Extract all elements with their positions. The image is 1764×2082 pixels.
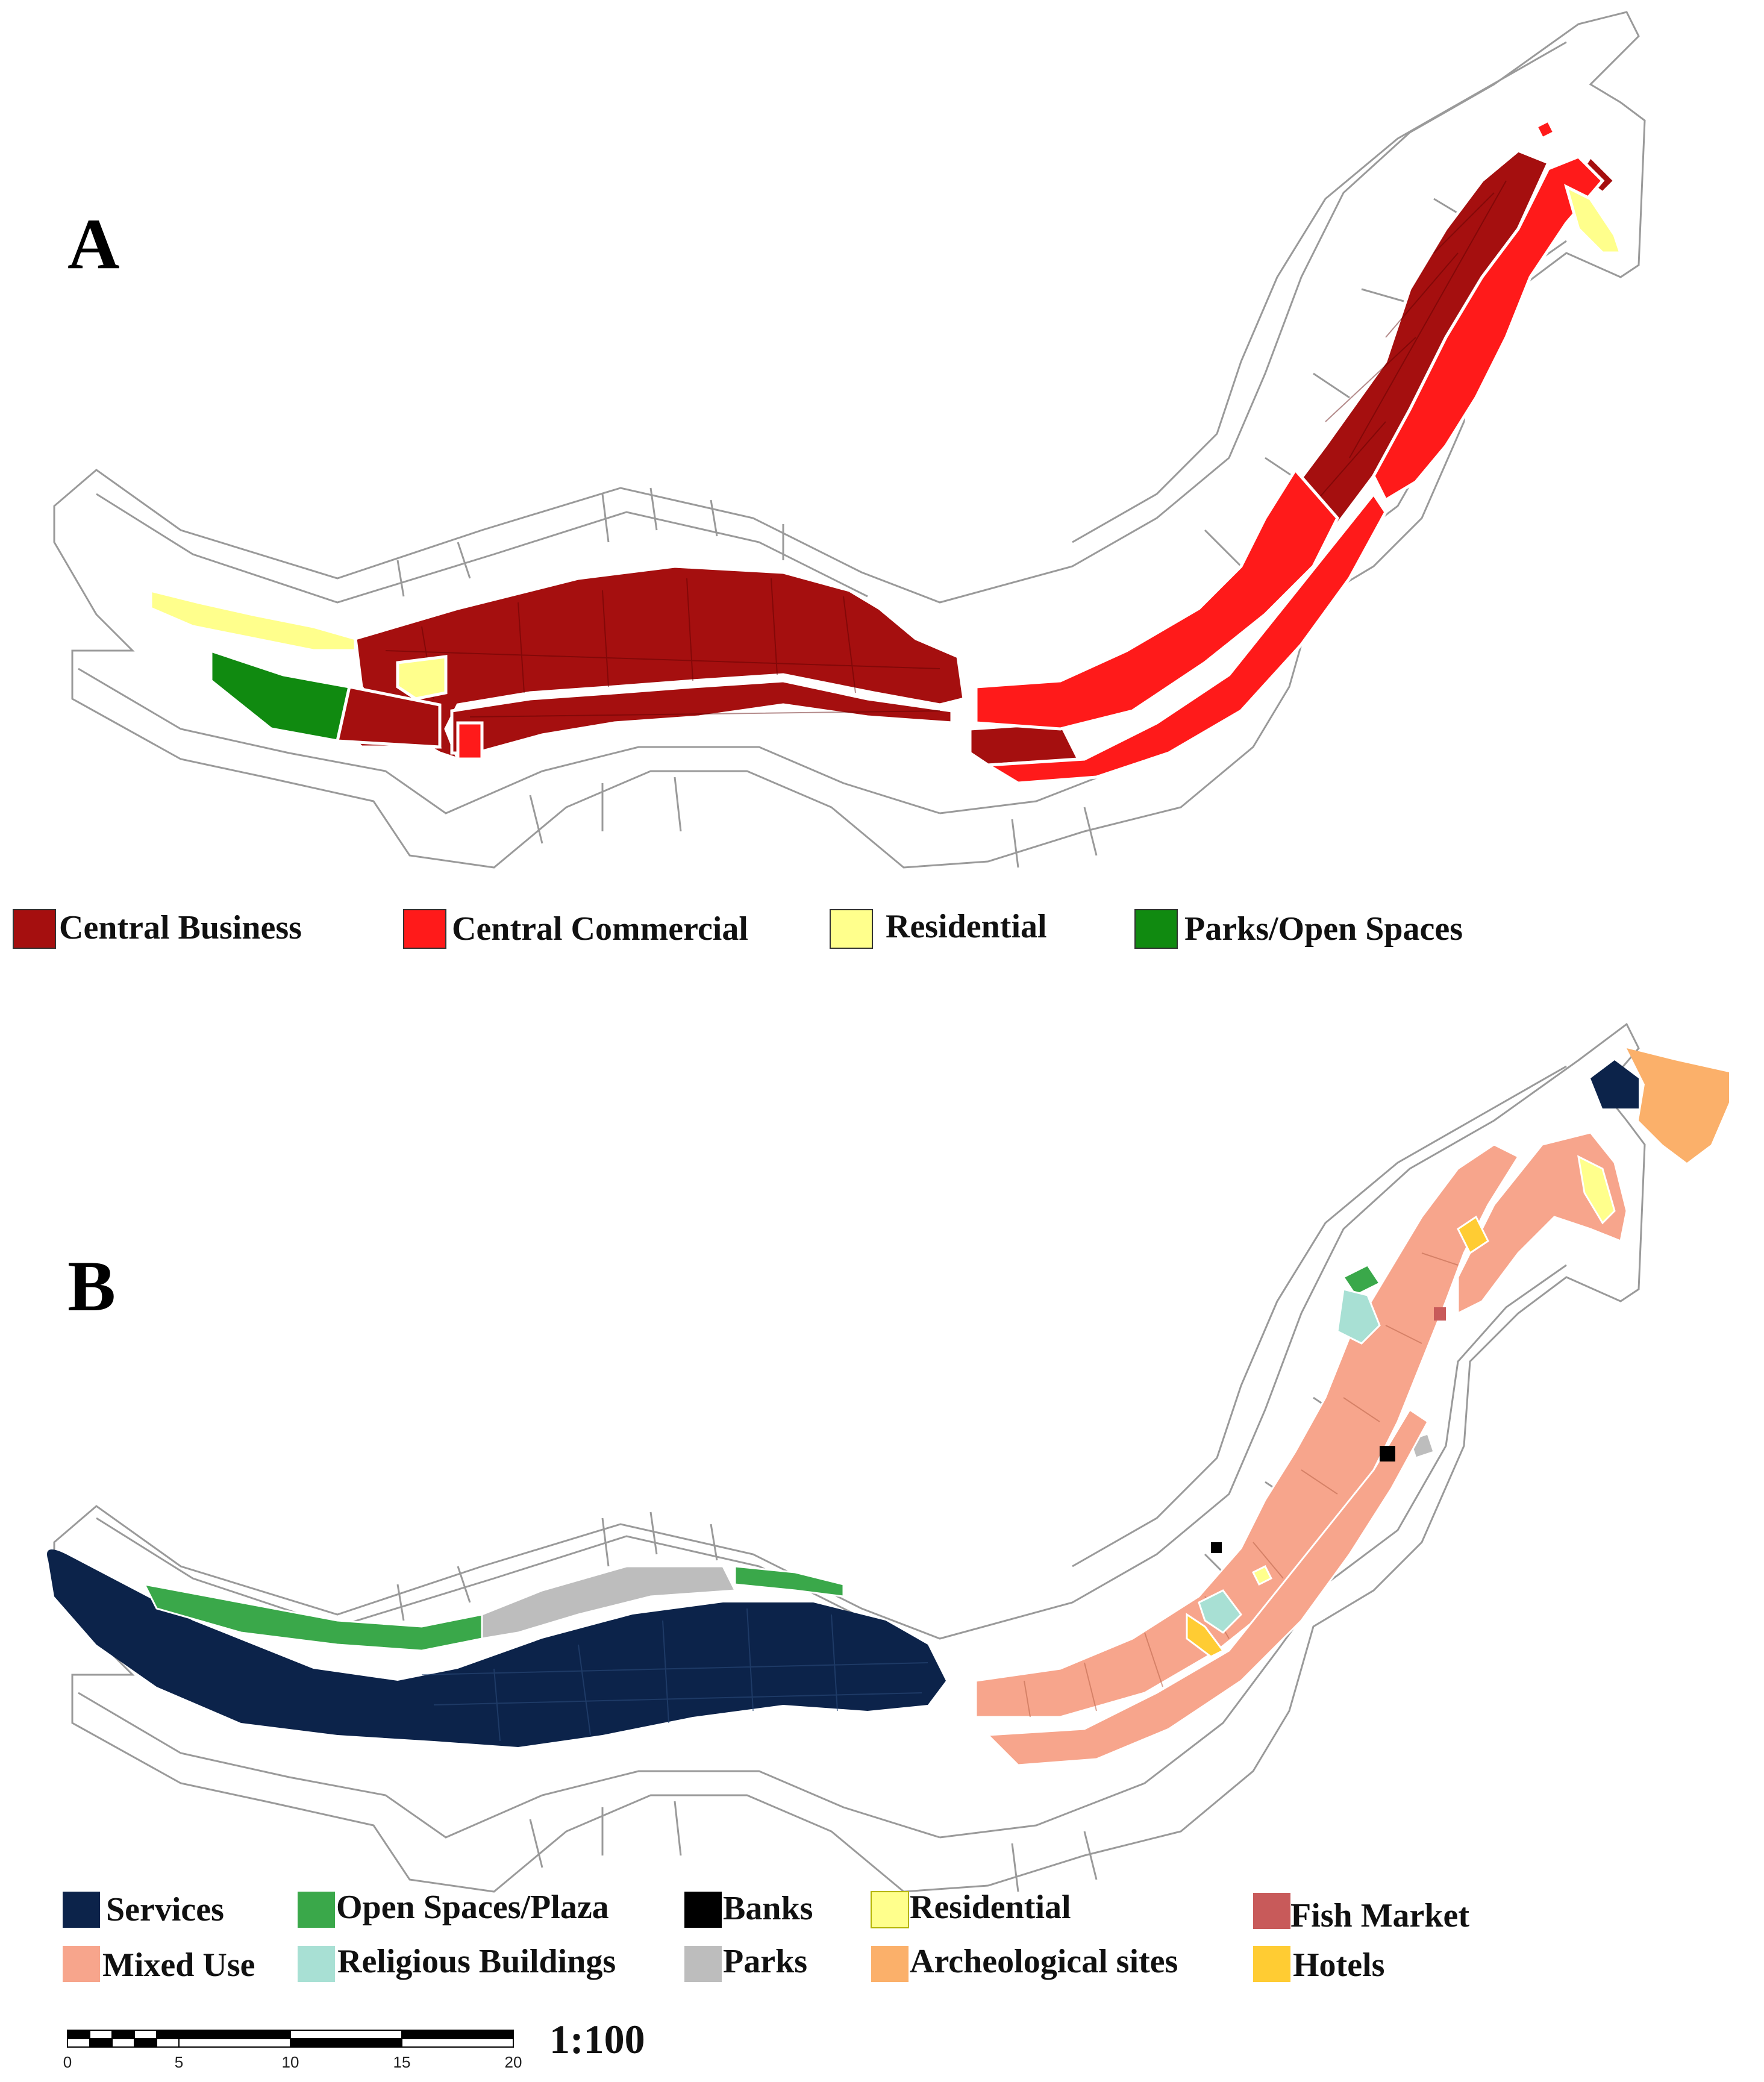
panel-b-mixed-use-east [975, 1143, 1520, 1718]
legend-b-swatch-fish-market [1253, 1893, 1290, 1929]
legend-b-item-parks: Parks [684, 1943, 807, 1982]
panel-a-legend: Central Business Central Commercial Resi… [13, 908, 1463, 949]
scale-tick-10: 10 [282, 2053, 299, 2071]
legend-b-item-archeological: Archeological sites [871, 1943, 1178, 1982]
panel-b-street-south [78, 1692, 940, 1839]
legend-a-label-central-business: Central Business [59, 909, 302, 946]
legend-b-swatch-services [63, 1892, 100, 1928]
legend-b-item-fish-market: Fish Market [1253, 1893, 1469, 1934]
panel-b-bank-2 [1211, 1542, 1222, 1553]
panel-a-street-misc [396, 198, 1465, 868]
legend-b-label-residential: Residential [910, 1889, 1071, 1926]
panel-a-res-ne [1564, 184, 1623, 255]
panel-b-open-space-east [1342, 1264, 1381, 1296]
legend-b-item-services: Services [63, 1891, 224, 1928]
legend-b-swatch-mixed-use [63, 1946, 100, 1982]
legend-a-swatch-parks [1134, 909, 1178, 949]
legend-a-item-central-commercial: Central Commercial [403, 909, 748, 949]
panel-b-religious-south [1198, 1589, 1242, 1634]
legend-b-item-residential: Residential [871, 1889, 1071, 1928]
legend-b-item-mixed-use: Mixed Use [63, 1946, 255, 1984]
scale-tick-5: 5 [175, 2053, 183, 2071]
panel-b-street-east-north [1072, 1065, 1567, 1568]
panel-b-residential-mid [1251, 1565, 1273, 1586]
legend-a-item-parks: Parks/Open Spaces [1134, 909, 1463, 949]
panel-a-res-west2 [396, 655, 448, 701]
legend-b-swatch-parks [684, 1946, 722, 1982]
scale-tick-20: 20 [505, 2053, 522, 2071]
panel-a-street-north [96, 493, 868, 604]
legend-b-label-services: Services [106, 1891, 224, 1928]
legend-a-item-central-business: Central Business [13, 909, 302, 949]
legend-a-label-residential: Residential [886, 908, 1047, 945]
panel-a-cc-parcel-tip [1534, 118, 1557, 141]
legend-b-swatch-religious [298, 1946, 335, 1982]
legend-b-swatch-hotels [1253, 1946, 1290, 1982]
legend-b-label-parks: Parks [723, 1943, 807, 1980]
legend-b-label-open-spaces: Open Spaces/Plaza [336, 1889, 609, 1926]
panel-a-street-south [78, 667, 940, 814]
panel-a-cc-parcel-south [983, 491, 1387, 785]
panel-b-open-space-north [734, 1565, 845, 1598]
panel-b-hotels [1186, 1613, 1225, 1658]
scale-ratio: 1:100 [549, 2016, 645, 2062]
legend-b-label-archeological: Archeological sites [910, 1943, 1178, 1980]
panel-a-cb-parcel-south [450, 679, 954, 755]
panel-a-cb-parcel [354, 564, 966, 762]
legend-a-label-central-commercial: Central Commercial [452, 910, 748, 948]
panel-b-legend: Services Open Spaces/Plaza Banks Residen… [63, 1889, 1469, 1984]
legend-b-label-mixed-use: Mixed Use [102, 1946, 255, 1984]
scale-tick-15: 15 [393, 2053, 411, 2071]
panel-b-services-ne [1590, 1060, 1639, 1108]
panel-b-archeological-site [1627, 1048, 1729, 1163]
panel-b-residential-ne [1577, 1155, 1616, 1225]
legend-b-swatch-archeological [871, 1946, 909, 1982]
legend-b-label-fish-market: Fish Market [1290, 1897, 1469, 1934]
panel-a: A [53, 11, 1646, 869]
legend-a-item-residential: Residential [830, 908, 1047, 949]
legend-b-swatch-banks [684, 1892, 722, 1928]
panel-a-cc-parcel-west [456, 721, 484, 761]
panel-a-cb-parcel-far-west [335, 685, 442, 749]
panel-a-label: A [67, 204, 120, 284]
panel-b-services-internal-lines [421, 1608, 928, 1742]
panel-b-bank-1 [1380, 1446, 1395, 1461]
legend-b-swatch-residential [871, 1891, 909, 1928]
legend-a-swatch-central-commercial [403, 909, 446, 949]
panel-b-fish-market [1434, 1307, 1446, 1321]
panel-a-central-commercial [456, 118, 1605, 785]
panel-a-street-east-north [1072, 41, 1567, 543]
scale-bar-segments [67, 2030, 514, 2048]
legend-a-swatch-residential [830, 909, 873, 949]
legend-b-label-banks: Banks [723, 1890, 813, 1927]
panel-a-cc-parcel-east [974, 467, 1339, 731]
panel-b-hotels-ne [1457, 1215, 1489, 1255]
legend-b-swatch-open-spaces [298, 1892, 335, 1928]
legend-b-label-religious: Religious Buildings [337, 1943, 616, 1980]
legend-b-item-religious: Religious Buildings [298, 1943, 616, 1982]
legend-b-item-open-spaces: Open Spaces/Plaza [298, 1889, 609, 1928]
panel-a-res-west [149, 588, 357, 652]
legend-b-item-banks: Banks [684, 1890, 813, 1928]
legend-a-swatch-central-business [13, 909, 56, 949]
panel-a-residential [149, 184, 1623, 701]
panel-b-label: B [67, 1246, 116, 1326]
scale-tick-0: 0 [63, 2053, 72, 2071]
legend-a-label-parks: Parks/Open Spaces [1184, 910, 1463, 948]
panel-b-street-north [96, 1517, 868, 1628]
scale-bar: 0 5 10 15 20 1:100 [63, 2016, 645, 2071]
panel-b-mixed-use-south [986, 1408, 1429, 1766]
panel-b-religious-north [1336, 1288, 1381, 1345]
panel-b-parks [481, 1565, 737, 1640]
panel-b: B [47, 1022, 1729, 1893]
legend-b-label-hotels: Hotels [1293, 1946, 1384, 1984]
legend-b-item-hotels: Hotels [1253, 1946, 1384, 1984]
